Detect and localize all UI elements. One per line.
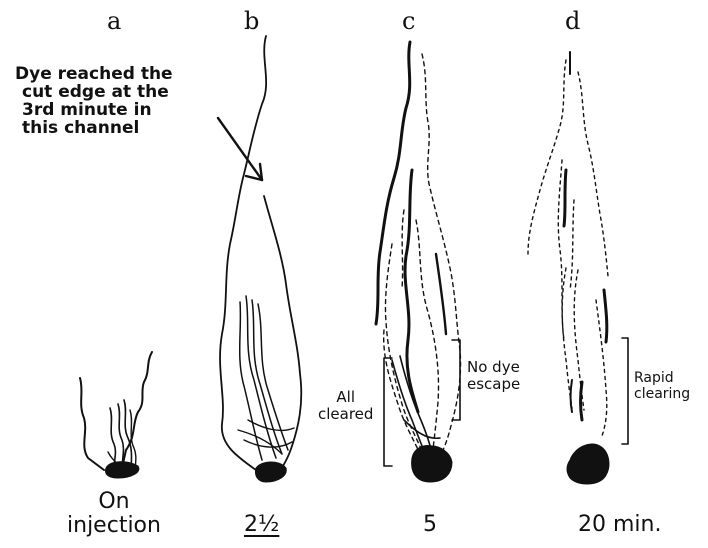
no-dye-escape-label: No dye escape <box>467 359 520 394</box>
panel-c-letter: c <box>402 9 415 33</box>
all-cleared-label: All cleared <box>318 389 373 424</box>
panel-c-dashed-channels <box>384 54 461 460</box>
no-dye-escape-bracket <box>452 340 460 420</box>
panel-b-channels <box>220 36 301 472</box>
rapid-clearing-line-1: Rapid <box>634 370 690 386</box>
panel-d-residual-channels <box>564 52 607 420</box>
panel-a-channels <box>80 352 152 476</box>
panel-c-time-label: 5 <box>423 514 437 536</box>
no-dye-escape-line-2: escape <box>467 376 520 393</box>
all-cleared-line-1: All <box>318 389 373 406</box>
all-cleared-bracket <box>384 358 392 466</box>
panel-a-time-line-1: On <box>62 491 166 513</box>
rapid-clearing-line-2: clearing <box>634 386 690 402</box>
panel-d-injection-site <box>567 444 609 484</box>
panel-d-letter: d <box>565 9 580 33</box>
panel-c-cleared-channels <box>376 42 446 412</box>
panel-b-letter: b <box>244 9 259 33</box>
panel-d-time-label: 20 min. <box>578 514 661 536</box>
panel-a-time-label: On injection <box>62 491 166 537</box>
dye-reached-line-3: 3rd minute in <box>15 102 173 120</box>
dye-reached-line-2: cut edge at the <box>15 84 173 102</box>
all-cleared-line-2: cleared <box>318 406 373 423</box>
panel-d-dashed-channels <box>528 60 608 436</box>
panel-b-time-label: 2½ <box>244 514 279 536</box>
panel-a-injection-site <box>106 462 139 478</box>
panel-a-time-line-2: injection <box>62 515 166 537</box>
panel-c-injection-site <box>412 446 452 483</box>
panel-b-injection-site <box>255 462 286 482</box>
no-dye-escape-line-1: No dye <box>467 359 520 376</box>
dye-reached-line-4: this channel <box>15 120 173 138</box>
panel-a-letter: a <box>107 9 121 33</box>
rapid-clearing-bracket <box>622 338 628 444</box>
dye-reached-annotation: Dye reached the cut edge at the 3rd minu… <box>15 66 173 137</box>
rapid-clearing-label: Rapid clearing <box>634 370 690 402</box>
